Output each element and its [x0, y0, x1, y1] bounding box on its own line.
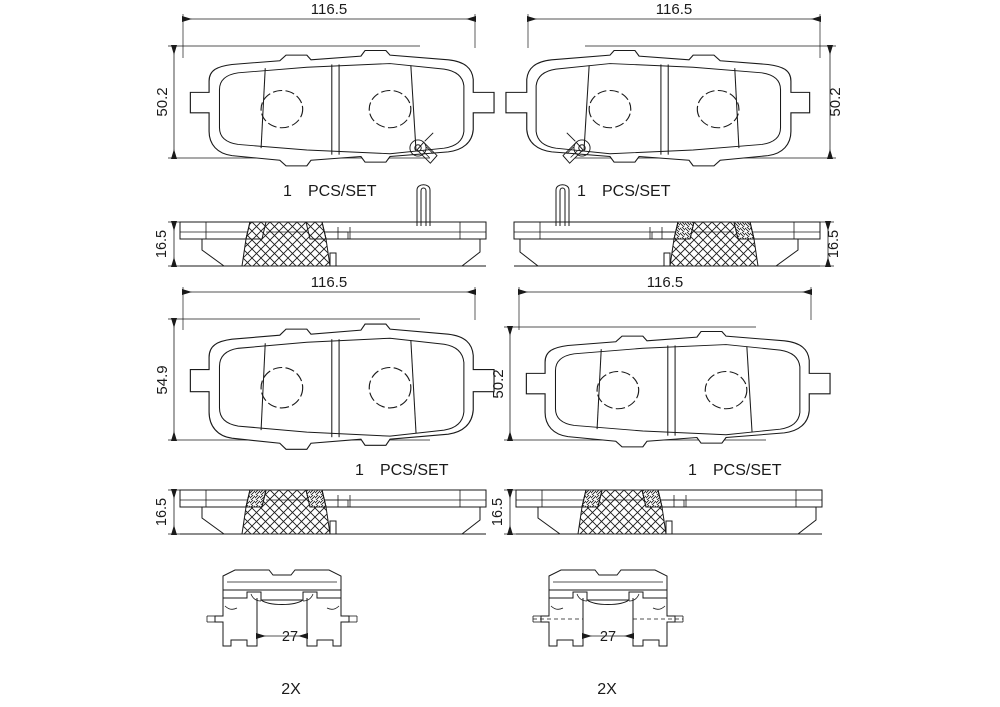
quantity-unit: PCS/SET: [713, 462, 782, 479]
side-profile-bottom-left: 16.5: [154, 489, 487, 535]
height-dimension-bottom-left: 54.9: [154, 318, 430, 441]
side-profile-bottom-right: 16.5: [490, 489, 823, 535]
side-profile-top-left: 16.5: [154, 221, 487, 267]
thickness-dimension-label: 16.5: [490, 498, 506, 526]
width-dimension-label: 116.5: [311, 1, 347, 18]
height-dimension-label: 50.2: [827, 87, 844, 116]
thickness-dimension-bottom-right: 16.5: [490, 489, 526, 535]
view-shim-left: 27 2X: [206, 569, 358, 698]
quantity-number: 1: [355, 462, 364, 479]
width-dimension-top-left: 116.5: [182, 1, 476, 58]
width-dimension-label: 116.5: [311, 274, 347, 291]
view-shim-right: 27 2X: [532, 569, 684, 698]
quantity-number: 1: [688, 462, 697, 479]
view-pad-top-left: 116.5 50.2 1 PCS/SET: [154, 1, 495, 267]
width-dimension-bottom-right: 116.5: [518, 274, 812, 330]
thickness-dimension-bottom-left: 16.5: [154, 489, 190, 535]
width-dimension-label: 116.5: [647, 274, 683, 291]
height-dimension-label: 54.9: [154, 365, 171, 394]
shim-quantity-label: 2X: [597, 681, 617, 698]
quantity-unit: PCS/SET: [308, 183, 377, 200]
view-pad-bottom-left: 116.5 54.9 1 PCS/SET: [154, 274, 495, 535]
thickness-dimension-top-right: 16.5: [812, 221, 842, 267]
thickness-dimension-label: 16.5: [826, 230, 842, 258]
quantity-unit: PCS/SET: [380, 462, 449, 479]
clip-symbol-icon: [555, 184, 570, 226]
shim-quantity-label: 2X: [281, 681, 301, 698]
thickness-dimension-label: 16.5: [154, 230, 170, 258]
thickness-dimension-label: 16.5: [154, 498, 170, 526]
width-dimension-bottom-left: 116.5: [182, 274, 476, 330]
view-pad-top-right: 116.5 50.2 1 PCS/SET: [505, 1, 844, 267]
width-dimension-label: 116.5: [656, 1, 692, 18]
view-pad-bottom-right: 116.5 50.2 1 PCS/SET: [490, 274, 831, 535]
span-dimension-label: 27: [600, 629, 616, 645]
width-dimension-top-right: 116.5: [527, 1, 821, 58]
span-dimension-label: 27: [282, 629, 298, 645]
span-dimension-shim-right: 27: [582, 629, 634, 645]
quantity-unit: PCS/SET: [602, 183, 671, 200]
quantity-number: 1: [577, 183, 586, 200]
height-dimension-label: 50.2: [490, 369, 507, 398]
clip-symbol-icon: [416, 184, 431, 226]
quantity-number: 1: [283, 183, 292, 200]
side-profile-top-right: 16.5: [513, 221, 842, 267]
span-dimension-shim-left: 27: [256, 629, 308, 645]
thickness-dimension-top-left: 16.5: [154, 221, 190, 267]
height-dimension-label: 50.2: [154, 87, 171, 116]
